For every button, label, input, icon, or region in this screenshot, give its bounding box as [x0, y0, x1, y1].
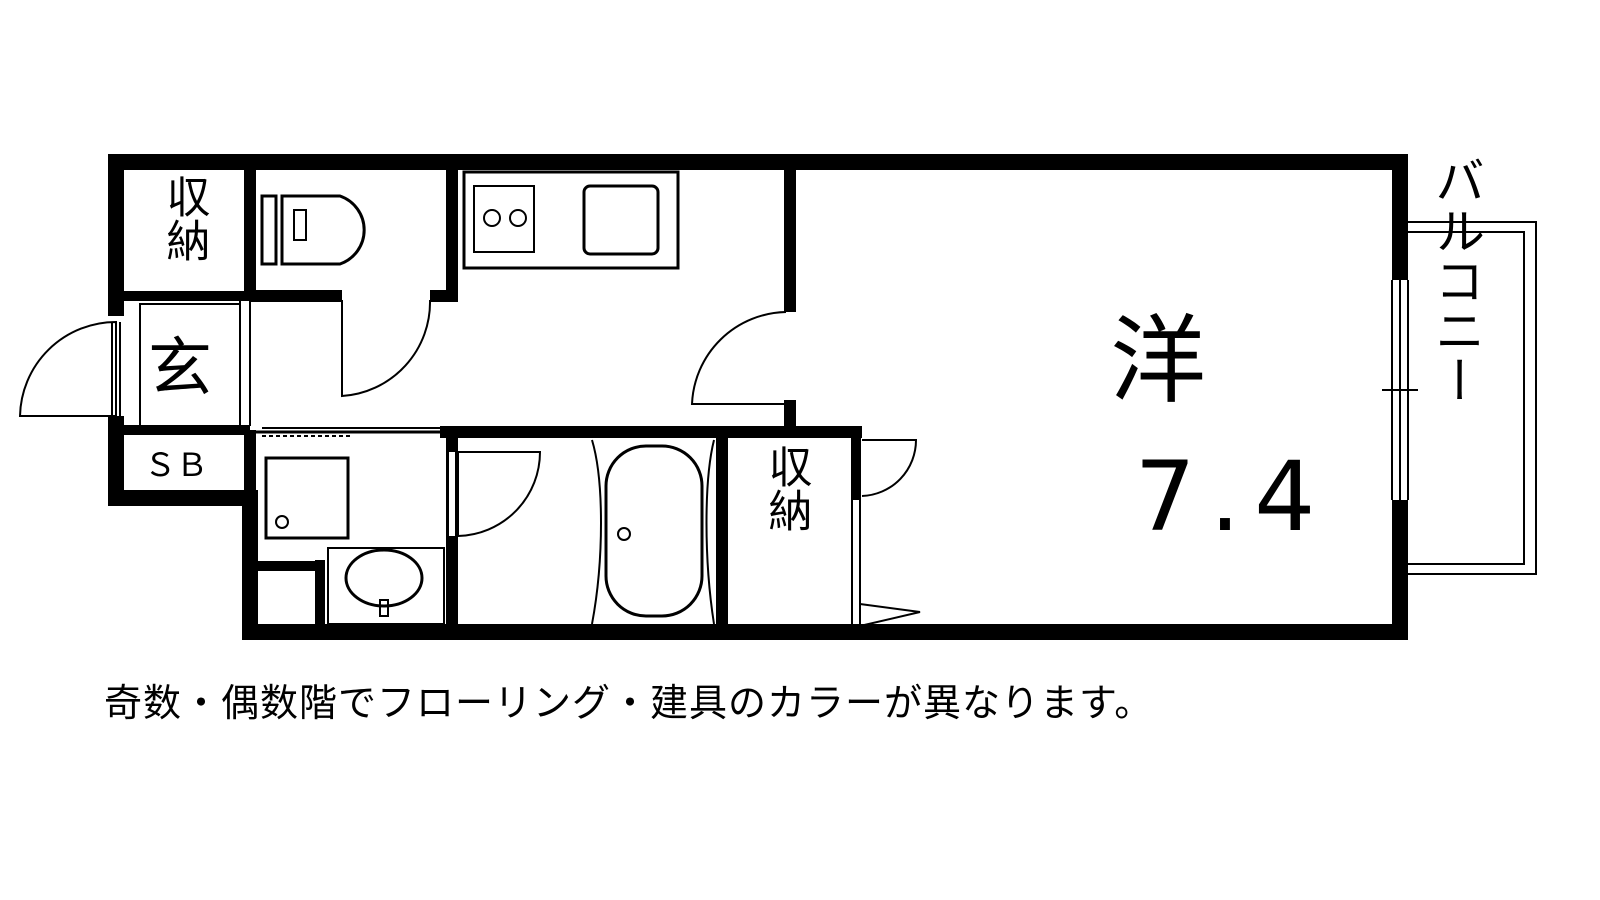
- shoe-box-label: ＳＢ: [144, 446, 208, 484]
- entrance-door-swing: [18, 320, 117, 417]
- storage-label: 収納: [159, 174, 210, 262]
- entrance-label: 玄: [148, 332, 212, 406]
- bath-door-swing: [457, 451, 542, 538]
- outer-wall: [108, 154, 1408, 640]
- washing-machine: [264, 456, 350, 540]
- burner: [483, 209, 501, 227]
- balcony-label: バルコニー: [1427, 155, 1485, 405]
- western-room-size: 7.4: [1135, 441, 1330, 553]
- faucet: [379, 599, 389, 617]
- room-door-swing: [690, 311, 787, 405]
- western-room-label: 洋: [1110, 305, 1206, 417]
- kitchen-counter: [462, 170, 680, 270]
- washer-drain: [275, 515, 289, 529]
- sink: [582, 184, 660, 256]
- storage-middle-label: 収納: [761, 444, 812, 532]
- stove: [473, 185, 535, 253]
- toilet-tank: [260, 194, 278, 266]
- bathtub: [604, 444, 704, 618]
- bath-drain: [617, 527, 631, 541]
- storage-door-swing: [861, 439, 918, 497]
- wash-basin: [344, 548, 424, 608]
- bathtub-frame: [591, 439, 602, 625]
- vanity: [327, 547, 445, 625]
- toilet-door-swing: [341, 299, 432, 398]
- toilet-bowl: [280, 194, 366, 266]
- balcony-outline: [1399, 231, 1525, 565]
- toilet-lid: [293, 209, 307, 241]
- storage-door-fold: [859, 603, 921, 627]
- bathtub-frame: [705, 439, 715, 625]
- floor-color-note: 奇数・偶数階でフローリング・建具のカラーが異なります。: [104, 681, 1154, 725]
- burner: [509, 209, 527, 227]
